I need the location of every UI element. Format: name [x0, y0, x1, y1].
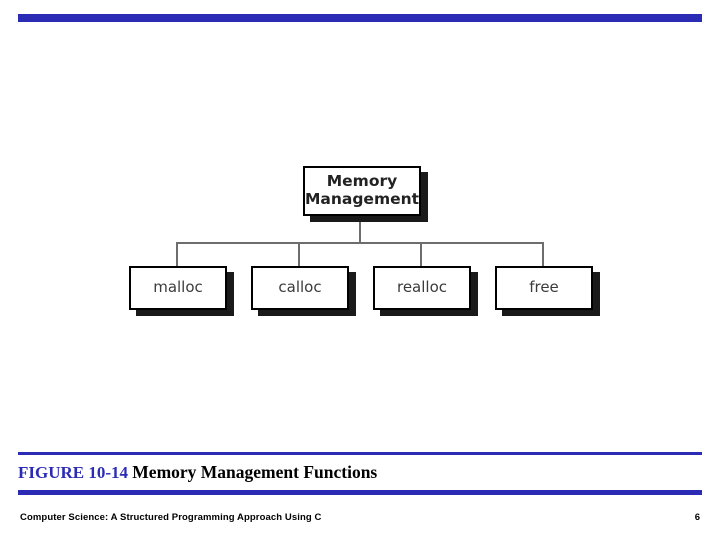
node-malloc-label: malloc: [153, 278, 203, 297]
footer-book-title: Computer Science: A Structured Programmi…: [20, 512, 322, 523]
connector-branch-free: [542, 242, 544, 266]
node-realloc-label: realloc: [396, 278, 448, 297]
connector-root-vertical: [359, 216, 361, 244]
node-memory-management: Memory Management: [303, 166, 421, 216]
caption-rule-bottom: [18, 490, 702, 495]
figure-label: FIGURE 10-14: [18, 463, 129, 482]
top-accent-bar: [18, 14, 702, 22]
connector-horizontal-bus: [176, 242, 544, 244]
node-memory-management-text: Memory Management: [304, 172, 420, 209]
page-number: 6: [694, 512, 700, 523]
node-realloc: realloc: [373, 266, 471, 310]
node-malloc: malloc: [129, 266, 227, 310]
connector-branch-calloc: [298, 242, 300, 266]
caption-rule-top: [18, 452, 702, 455]
figure-title: Memory Management Functions: [132, 462, 378, 482]
node-calloc: calloc: [251, 266, 349, 310]
node-free-label: free: [529, 278, 559, 297]
node-memory-management-line1: Memory: [326, 172, 398, 191]
memory-management-diagram: Memory Management malloc calloc realloc …: [0, 150, 720, 330]
node-free: free: [495, 266, 593, 310]
node-memory-management-line2: Management: [304, 190, 420, 208]
connector-branch-realloc: [420, 242, 422, 266]
connector-branch-malloc: [176, 242, 178, 266]
figure-caption: FIGURE 10-14 Memory Management Functions: [18, 462, 702, 483]
node-calloc-label: calloc: [278, 278, 322, 297]
